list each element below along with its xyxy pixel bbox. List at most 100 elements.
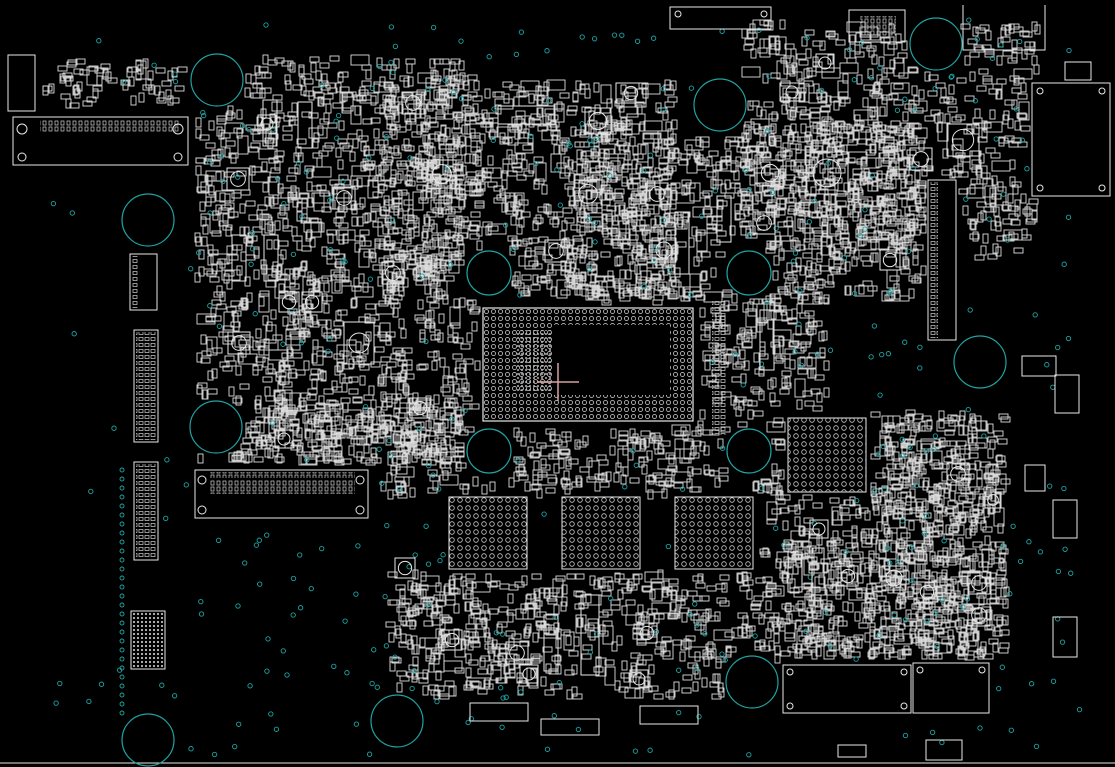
passive-component xyxy=(389,125,396,136)
passive-component xyxy=(697,424,704,435)
passive-component xyxy=(1004,99,1015,106)
passive-component xyxy=(216,115,227,122)
passive-component xyxy=(442,470,449,481)
passive-component xyxy=(300,261,307,272)
passive-component xyxy=(57,65,68,72)
passive-component xyxy=(342,145,353,152)
passive-component xyxy=(515,608,535,620)
passive-component xyxy=(532,474,543,481)
passive-component xyxy=(218,207,229,214)
passive-component xyxy=(461,378,468,389)
passive-component xyxy=(1021,228,1028,239)
passive-component xyxy=(364,212,371,223)
passive-component xyxy=(804,310,815,317)
passive-component xyxy=(854,51,865,58)
passive-component xyxy=(438,313,445,324)
passive-component xyxy=(697,420,704,431)
passive-component xyxy=(893,83,904,90)
passive-component xyxy=(233,321,240,332)
passive-component xyxy=(651,582,663,602)
passive-component xyxy=(989,439,996,450)
passive-component xyxy=(342,402,349,413)
passive-component xyxy=(232,312,239,323)
passive-component xyxy=(946,440,957,447)
passive-component xyxy=(470,132,481,139)
passive-component xyxy=(386,396,393,407)
passive-component xyxy=(354,235,365,242)
passive-component xyxy=(422,685,429,696)
passive-component xyxy=(927,90,938,97)
passive-component xyxy=(708,150,719,157)
passive-component xyxy=(350,200,357,211)
passive-component xyxy=(973,124,980,135)
passive-component xyxy=(445,75,452,86)
passive-component xyxy=(274,220,281,231)
passive-component xyxy=(199,201,206,212)
passive-component xyxy=(370,117,381,124)
passive-component xyxy=(998,137,1009,144)
passive-component xyxy=(1021,234,1032,241)
passive-component xyxy=(235,395,242,406)
passive-component xyxy=(540,676,547,687)
passive-component xyxy=(400,328,407,339)
passive-component xyxy=(268,349,288,361)
passive-component xyxy=(334,459,345,466)
passive-component xyxy=(252,340,259,351)
passive-component xyxy=(950,543,961,550)
passive-component xyxy=(1004,135,1015,142)
passive-component xyxy=(805,48,812,59)
passive-component xyxy=(565,635,572,646)
passive-component xyxy=(807,368,814,379)
passive-component xyxy=(763,101,774,108)
passive-component xyxy=(667,128,674,139)
passive-component xyxy=(783,272,794,279)
passive-component xyxy=(384,180,395,187)
passive-component xyxy=(379,427,386,438)
passive-component xyxy=(529,432,536,443)
passive-component xyxy=(292,235,303,242)
passive-component xyxy=(985,147,996,154)
passive-component xyxy=(921,443,932,450)
passive-component xyxy=(333,187,353,199)
passive-component xyxy=(652,299,663,306)
passive-component xyxy=(142,58,149,69)
passive-component xyxy=(468,224,479,231)
passive-component xyxy=(1000,478,1011,485)
passive-component xyxy=(982,78,993,85)
passive-component xyxy=(902,478,909,489)
passive-component xyxy=(443,68,450,79)
passive-component xyxy=(228,211,239,218)
passive-component xyxy=(349,151,356,162)
passive-component xyxy=(653,204,660,215)
passive-component xyxy=(778,250,785,261)
passive-component xyxy=(548,453,559,460)
passive-component xyxy=(380,481,387,492)
passive-component xyxy=(792,564,799,575)
passive-component xyxy=(306,229,313,240)
passive-component xyxy=(594,481,601,492)
passive-component xyxy=(261,87,272,94)
passive-component xyxy=(453,298,460,309)
passive-component xyxy=(638,457,645,468)
passive-component xyxy=(950,481,957,492)
passive-component xyxy=(339,92,346,103)
passive-component xyxy=(615,462,622,473)
passive-component xyxy=(372,264,383,271)
passive-component xyxy=(292,434,303,441)
passive-component xyxy=(224,270,235,277)
passive-component xyxy=(886,269,898,289)
passive-component xyxy=(699,307,706,318)
passive-component xyxy=(451,127,462,134)
passive-component xyxy=(238,353,258,365)
passive-component xyxy=(588,622,599,629)
passive-component xyxy=(311,185,322,192)
passive-component xyxy=(914,273,921,284)
passive-component xyxy=(272,334,283,341)
passive-component xyxy=(573,636,580,647)
passive-component xyxy=(629,136,636,147)
passive-component xyxy=(811,157,818,168)
passive-component xyxy=(309,451,320,458)
passive-component xyxy=(629,477,640,484)
